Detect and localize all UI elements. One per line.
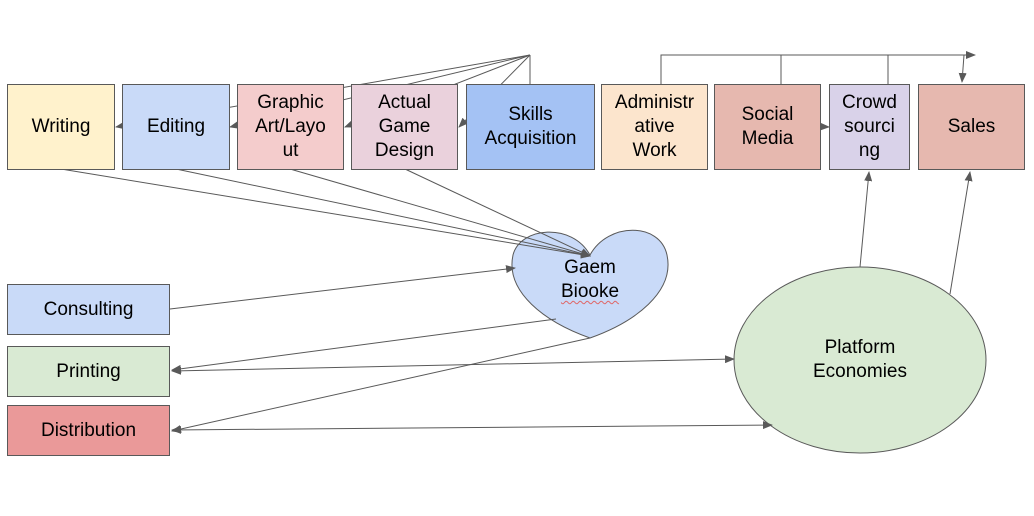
box-editing: Editing (122, 84, 230, 170)
box-consulting: Consulting (7, 284, 170, 335)
box-printing: Printing (7, 346, 170, 397)
sales-label: Sales (947, 116, 996, 137)
box-crowdsourcing: Crowd sourci ng (829, 84, 910, 170)
writing-label: Writing (31, 116, 91, 137)
consulting-to-heart (169, 265, 516, 310)
crowdsourcing-label: Crowd sourci ng (842, 92, 897, 161)
platform-to-crowd (859, 171, 873, 268)
editing-label: Editing (146, 116, 206, 137)
writing-to-heart (60, 168, 591, 259)
heart-label: Gaem Biooke (540, 256, 640, 304)
actual-game-design-label: Actual Game Design (374, 92, 435, 161)
box-distribution: Distribution (7, 405, 170, 456)
printing-platform (171, 355, 735, 375)
box-sales: Sales (918, 84, 1025, 170)
box-graphic-art: Graphic Art/Layo ut (237, 84, 344, 170)
heart-to-printing (171, 318, 557, 373)
platform-line-2: Economies (813, 361, 907, 382)
administrative-work-label: Administr ative Work (614, 92, 695, 161)
top-bracket (660, 51, 976, 84)
heart-to-distribution (171, 337, 591, 433)
social-media-label: Social Media (741, 104, 794, 149)
platform-to-sales (949, 171, 973, 295)
box-administrative-work: Administr ative Work (601, 84, 708, 170)
heart-line-1: Gaem (564, 257, 616, 278)
editing-to-heart (175, 168, 591, 259)
box-social-media: Social Media (714, 84, 821, 170)
bracket-to-sales (958, 54, 967, 83)
box-skills-acquisition: Skills Acquisition (466, 84, 595, 170)
skills-acquisition-label: Skills Acquisition (484, 104, 577, 149)
heart-line-2: Biooke (560, 281, 620, 302)
distribution-platform (171, 421, 773, 434)
graphic-art-label: Graphic Art/Layo ut (255, 92, 326, 161)
box-writing: Writing (7, 84, 115, 170)
printing-label: Printing (56, 360, 121, 382)
platform-line-1: Platform (824, 337, 896, 358)
box-actual-game-design: Actual Game Design (351, 84, 458, 170)
graphic-to-heart (289, 168, 591, 258)
actual-to-heart (404, 168, 591, 257)
platform-label: Platform Economies (780, 336, 940, 384)
consulting-label: Consulting (43, 298, 134, 320)
distribution-label: Distribution (40, 419, 137, 441)
